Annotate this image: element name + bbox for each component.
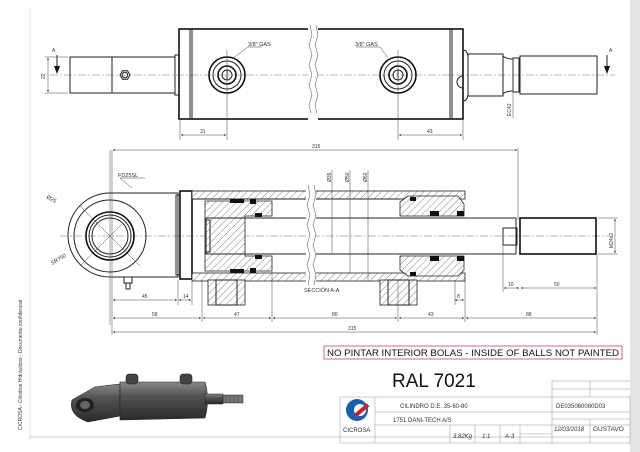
eye-diameter-label: Ø25	[45, 195, 57, 205]
ral-color-label: RAL 7021	[392, 371, 476, 392]
grease-nipple-icon	[119, 70, 131, 80]
svg-text:NO PINTAR INTERIOR BOLAS - INS: NO PINTAR INTERIOR BOLAS - INSIDE OF BAL…	[327, 348, 620, 358]
dim-80: 80	[332, 312, 338, 318]
company-name: CICROSA	[343, 428, 370, 434]
dim-43: 43	[427, 129, 433, 135]
format: A-3	[504, 434, 515, 440]
dim-10: 10	[508, 282, 514, 288]
date: 12/03/2018	[554, 427, 585, 433]
section-arrow-icon: A	[52, 48, 60, 74]
port-boss	[379, 279, 418, 306]
rod-eye	[67, 150, 179, 325]
svg-text:A: A	[609, 48, 613, 54]
port1-label: 3/8" GAS	[248, 42, 271, 48]
svg-text:A: A	[52, 48, 56, 54]
customer: 1751 DANI-TECH A/S	[393, 418, 452, 424]
cylinder-body	[178, 28, 464, 120]
dim-50: 50	[554, 282, 560, 288]
port-icon	[379, 50, 417, 140]
weight: 3,82Kg	[453, 434, 473, 440]
author: GUSTAVO	[593, 426, 624, 433]
rod-eye-label: FD25SL	[118, 173, 138, 179]
rod-thread-top	[519, 55, 598, 95]
scale: 1:1	[482, 434, 490, 440]
dim-45: 45	[142, 294, 148, 300]
dim-43-section: 43	[428, 312, 434, 318]
dim-d60: Ø60	[363, 172, 369, 182]
side-legal-text: CICROSA - Cilindros Hidráulicos - Docume…	[18, 300, 24, 430]
thread-label: M24x2	[609, 233, 615, 248]
dim-ec42: EC42	[507, 103, 513, 116]
dim-31: 31	[200, 129, 206, 135]
section-view: FD25SL Ø25 SR?50 SE	[45, 144, 618, 335]
port-boss	[207, 279, 246, 306]
rod-thread	[519, 217, 597, 255]
company-logo	[346, 399, 370, 421]
dim-d50: Ø50	[345, 172, 351, 182]
dim-22: 22	[41, 73, 47, 79]
dim-47: 47	[234, 312, 240, 318]
dim-14: 14	[183, 294, 189, 300]
dim-88: 88	[526, 312, 532, 318]
top-view: 3/8" GAS 3/8" GAS 31 43 22 EC42 A A	[41, 24, 615, 140]
port2-label: 3/8" GAS	[355, 42, 378, 48]
dim-315-top: 315	[312, 144, 321, 150]
dim-8: 8	[457, 294, 460, 300]
section-label: SECCIÓN A-A	[304, 287, 340, 294]
port-icon	[208, 50, 246, 140]
dim-315-bottom: 315	[348, 326, 357, 332]
dim-d35: Ø35	[327, 172, 333, 182]
title-block: CICROSA CILINDRO D.E. 35-60-80 1751 DANI…	[339, 380, 631, 444]
dim-58: 58	[152, 312, 158, 318]
drawing-code: DE035060080D03	[556, 404, 606, 410]
part-description: CILINDRO D.E. 35-60-80	[400, 404, 468, 410]
paint-note: NO PINTAR INTERIOR BOLAS - INSIDE OF BAL…	[323, 345, 623, 360]
cylinder-3d-render	[71, 373, 244, 423]
section-arrow-icon: A	[604, 48, 613, 74]
